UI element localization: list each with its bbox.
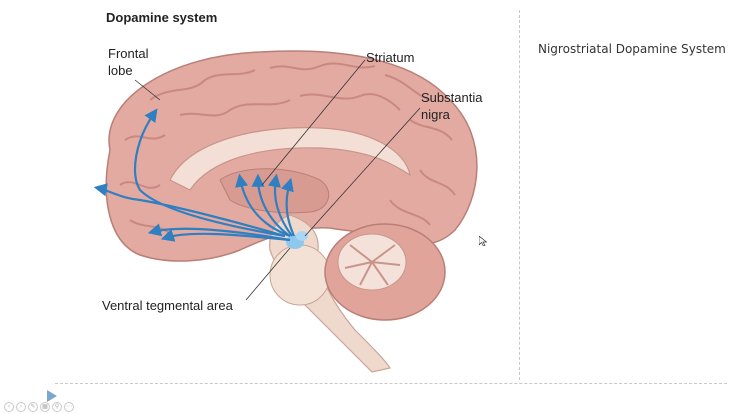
horizontal-divider [55, 383, 727, 384]
label-striatum: Striatum [366, 49, 414, 66]
more-icon[interactable]: ⋯ [64, 402, 74, 412]
cerebellum [325, 224, 445, 320]
pen-icon[interactable]: ✎ [28, 402, 38, 412]
label-frontal-lobe-line-2: lobe [108, 62, 148, 79]
slides-icon[interactable]: ▦ [40, 402, 50, 412]
substantia-nigra-marker [296, 231, 308, 241]
play-icon[interactable] [47, 390, 57, 402]
slide-toolbar: ‹ › ✎ ▦ ⚲ ⋯ [4, 402, 74, 412]
next-icon[interactable]: › [16, 402, 26, 412]
label-frontal-lobe-line-1: Frontal [108, 45, 148, 62]
vertical-divider [519, 10, 520, 380]
zoom-icon[interactable]: ⚲ [52, 402, 62, 412]
label-frontal-lobe: Frontal lobe [108, 45, 148, 79]
previous-icon[interactable]: ‹ [4, 402, 14, 412]
cursor-icon [479, 236, 487, 246]
side-caption: Nigrostriatal Dopamine System [538, 42, 726, 56]
label-ventral-tegmental-area: Ventral tegmental area [102, 297, 233, 314]
label-substantia-nigra: Substantia nigra [421, 89, 482, 123]
label-substantia-nigra-line-1: Substantia [421, 89, 482, 106]
pons [270, 245, 330, 305]
label-substantia-nigra-line-2: nigra [421, 106, 482, 123]
